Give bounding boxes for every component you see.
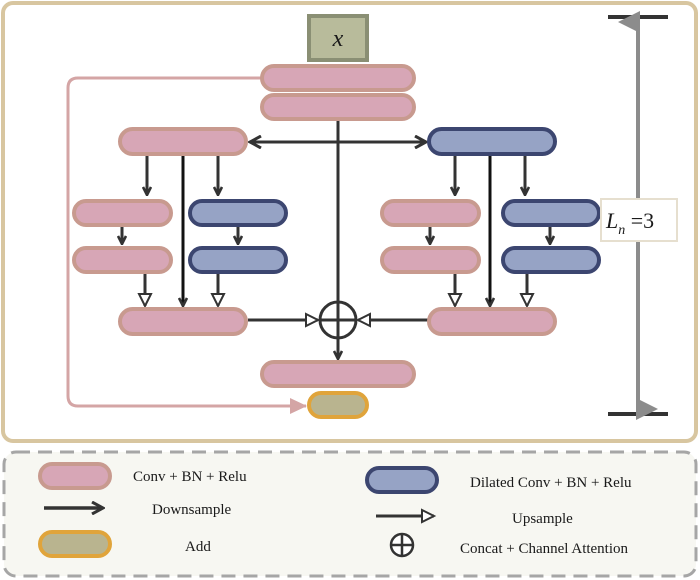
- legend-conv-label: Conv + BN + Relu: [133, 469, 247, 485]
- top-conv-block-1: [260, 64, 416, 92]
- left-conv-block-b: [72, 246, 173, 274]
- right-conv-block-b: [380, 246, 481, 274]
- legend-upsample-label: Upsample: [512, 511, 573, 527]
- legend-concat-icon: [389, 532, 415, 558]
- legend-concat-label: Concat + Channel Attention: [460, 541, 629, 557]
- legend-dilated-label: Dilated Conv + BN + Relu: [470, 475, 632, 491]
- legend-conv-swatch: [38, 462, 112, 490]
- legend-frame: [2, 450, 698, 578]
- output-conv-block: [260, 360, 416, 388]
- right-split-dilated-block: [427, 127, 557, 156]
- skip-connection-arrow: [66, 76, 307, 414]
- left-dilated-block-b: [188, 246, 288, 274]
- right-conv-block-a: [380, 199, 481, 227]
- left-split-conv-block: [118, 127, 248, 156]
- top-conv-block-2: [260, 93, 416, 121]
- input-label: x: [332, 26, 344, 52]
- legend-dilated-swatch: [365, 466, 439, 494]
- right-dilated-block-b: [501, 246, 601, 274]
- right-merge-conv-block: [427, 307, 557, 336]
- left-dilated-block-a: [188, 199, 288, 227]
- left-conv-block-a: [72, 199, 173, 227]
- legend-add-swatch: [38, 530, 112, 558]
- repeat-label: Ln =3: [605, 208, 654, 238]
- legend-downsample-label: Downsample: [152, 502, 231, 518]
- right-dilated-block-a: [501, 199, 601, 227]
- input-box: [307, 14, 369, 62]
- concat-attention-icon: [318, 300, 358, 340]
- add-block: [307, 391, 369, 419]
- legend-add-label: Add: [185, 539, 211, 555]
- repeat-label-box: [600, 198, 678, 242]
- left-merge-conv-block: [118, 307, 248, 336]
